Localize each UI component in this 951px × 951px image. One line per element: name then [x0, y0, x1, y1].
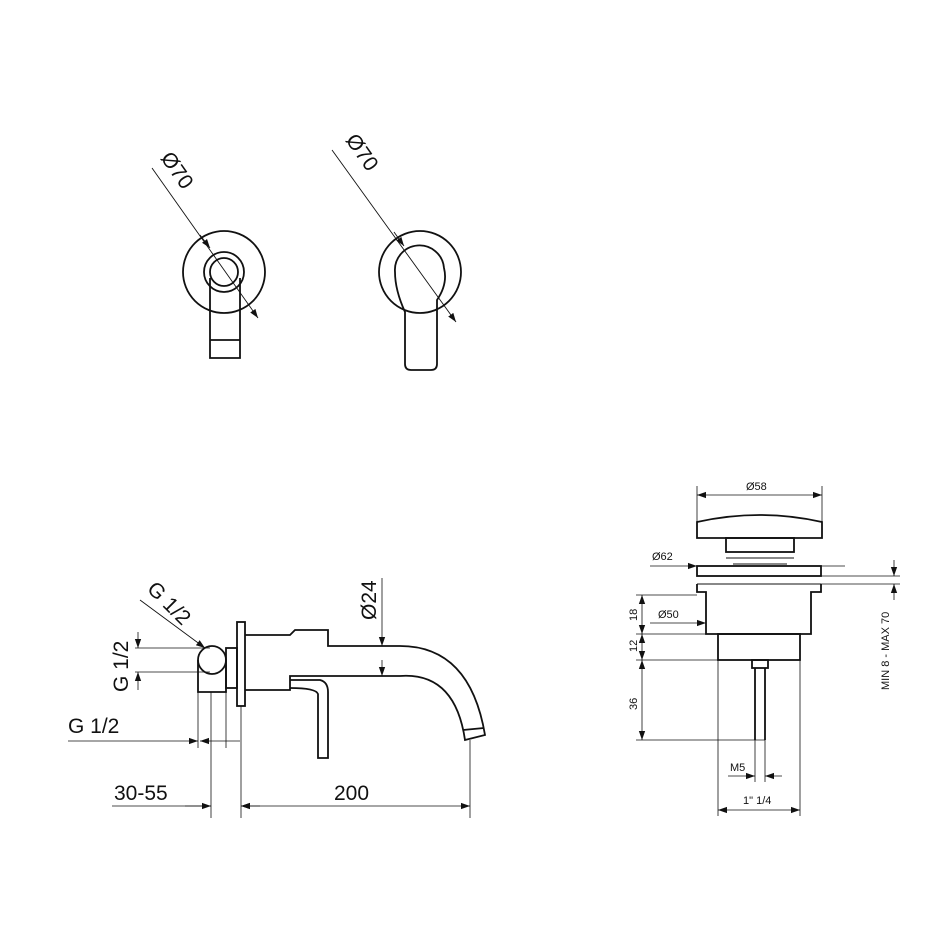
mixer-diameter-label: Ø70: [341, 130, 383, 176]
top-view-mixer: Ø70: [331, 130, 462, 371]
body-diameter-label: Ø50: [658, 609, 679, 621]
dim-12-label: 12: [628, 640, 640, 652]
inlet-bottom-label: G 1/2: [68, 715, 119, 738]
inlet-height-label: G 1/2: [110, 641, 133, 692]
thickness-range-label: MIN 8 - MAX 70: [880, 612, 892, 690]
spout-diameter-label: Ø70: [156, 148, 198, 194]
dim-18-label: 18: [628, 609, 640, 621]
drain-view: Ø58 Ø62 Ø50 18 12 36 MIN 8 - MAX 70 M5: [628, 481, 900, 816]
wall-depth-label: 30-55: [114, 782, 168, 805]
flange-diameter-label: Ø62: [652, 551, 673, 563]
spout-diameter-side-label: Ø24: [358, 580, 381, 620]
inlet-angle-label: G 1/2: [142, 577, 195, 630]
side-view: G 1/2 G 1/2 G 1/2 Ø24 30-55 200: [68, 577, 487, 818]
thread-bottom-label: 1" 1/4: [743, 795, 771, 807]
dim-36-label: 36: [628, 698, 640, 710]
thread-m5-label: M5: [730, 762, 745, 774]
top-view-spout: Ø70: [151, 148, 266, 359]
cap-diameter-label: Ø58: [746, 481, 767, 493]
spout-length-label: 200: [334, 782, 369, 805]
